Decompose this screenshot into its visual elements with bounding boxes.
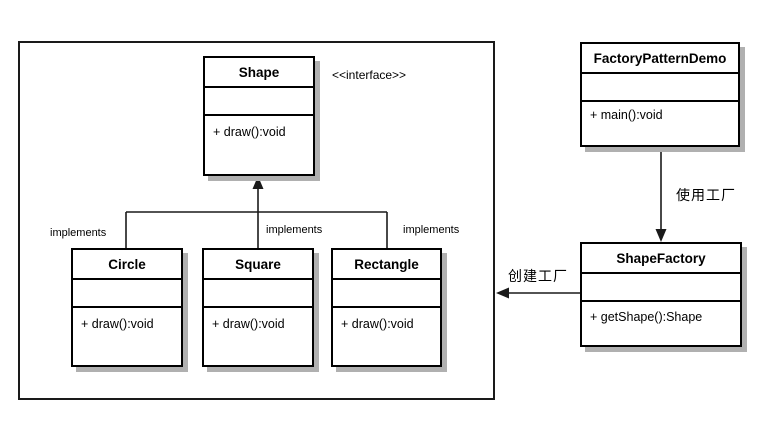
implements-label-rectangle: implements [403,224,460,236]
create-factory-label: 创建工厂 [508,266,568,286]
interface-stereotype-label: <<interface>> [332,68,407,82]
class-rectangle: Rectangle + draw():void [331,248,442,367]
class-circle-attributes [73,280,181,308]
arrowhead-down-icon [655,229,667,242]
class-factory-pattern-demo: FactoryPatternDemo + main():void [580,42,740,147]
implements-label-square: implements [266,224,323,236]
class-square: Square + draw():void [202,248,314,367]
class-circle: Circle + draw():void [71,248,183,367]
implements-label-circle: implements [50,227,107,239]
class-rectangle-attributes [333,280,440,308]
use-factory-connector [655,147,667,242]
class-shape: Shape + draw():void [203,56,315,176]
class-shape-methods: + draw():void [213,125,286,139]
class-square-attributes [204,280,312,308]
class-shape-factory-methods: + getShape():Shape [590,310,703,324]
class-factory-pattern-demo-attributes [582,74,738,102]
class-factory-pattern-demo-title: FactoryPatternDemo [582,44,738,74]
class-shape-attributes [205,88,313,116]
class-shape-factory: ShapeFactory + getShape():Shape [580,242,742,347]
create-factory-connector [496,287,580,299]
class-shape-factory-attributes [582,274,740,302]
class-rectangle-title: Rectangle [333,250,440,280]
arrowhead-left-icon [496,287,509,299]
class-shape-factory-title: ShapeFactory [582,244,740,274]
use-factory-label: 使用工厂 [676,185,736,205]
class-circle-title: Circle [73,250,181,280]
class-rectangle-methods: + draw():void [341,317,414,331]
class-factory-pattern-demo-methods: + main():void [590,108,663,122]
class-square-title: Square [204,250,312,280]
shapes-group-frame [18,41,495,400]
class-shape-title: Shape [205,58,313,88]
class-square-methods: + draw():void [212,317,285,331]
class-circle-methods: + draw():void [81,317,154,331]
